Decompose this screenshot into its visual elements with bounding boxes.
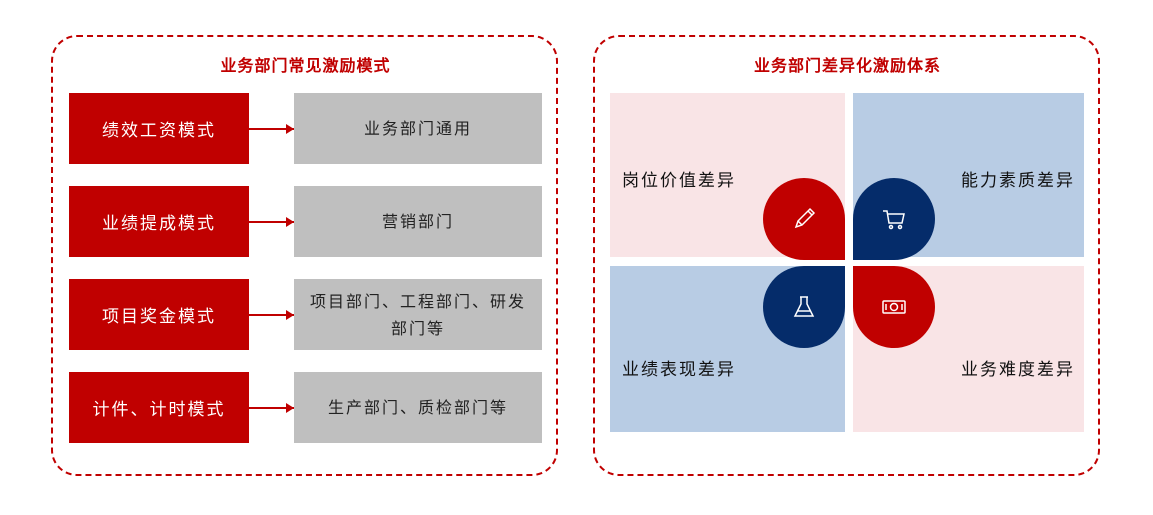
cart-icon bbox=[883, 210, 905, 230]
left-panel-title: 业务部门常见激励模式 bbox=[220, 56, 391, 75]
mode-box: 项目奖金模式 bbox=[69, 279, 249, 350]
mode-box: 业绩提成模式 bbox=[69, 186, 249, 257]
quadrant-label: 能力素质差异 bbox=[961, 171, 1075, 191]
petal-top-right bbox=[853, 178, 935, 260]
quadrant-label: 业绩表现差异 bbox=[622, 360, 736, 380]
money-icon bbox=[882, 300, 906, 314]
quadrant-label: 业务难度差异 bbox=[961, 360, 1075, 380]
pencil-icon bbox=[794, 207, 816, 229]
right-panel bbox=[593, 35, 1100, 476]
scope-box: 业务部门通用 bbox=[294, 93, 542, 164]
scope-box: 生产部门、质检部门等 bbox=[294, 372, 542, 443]
arrow bbox=[249, 124, 294, 134]
scope-box: 营销部门 bbox=[294, 186, 542, 257]
quadrant-label: 岗位价值差异 bbox=[622, 171, 736, 191]
mode-box: 计件、计时模式 bbox=[69, 372, 249, 443]
right-panel-title: 业务部门差异化激励体系 bbox=[753, 56, 941, 75]
petal-bottom-left bbox=[763, 266, 845, 348]
arrow bbox=[249, 217, 294, 227]
mode-box: 绩效工资模式 bbox=[69, 93, 249, 164]
left-panel bbox=[51, 35, 558, 476]
flask-icon bbox=[793, 296, 815, 317]
scope-box: 项目部门、工程部门、研发部门等 bbox=[294, 279, 542, 350]
petal-top-left bbox=[763, 178, 845, 260]
arrow bbox=[249, 310, 294, 320]
petal-bottom-right bbox=[853, 266, 935, 348]
arrow bbox=[249, 403, 294, 413]
